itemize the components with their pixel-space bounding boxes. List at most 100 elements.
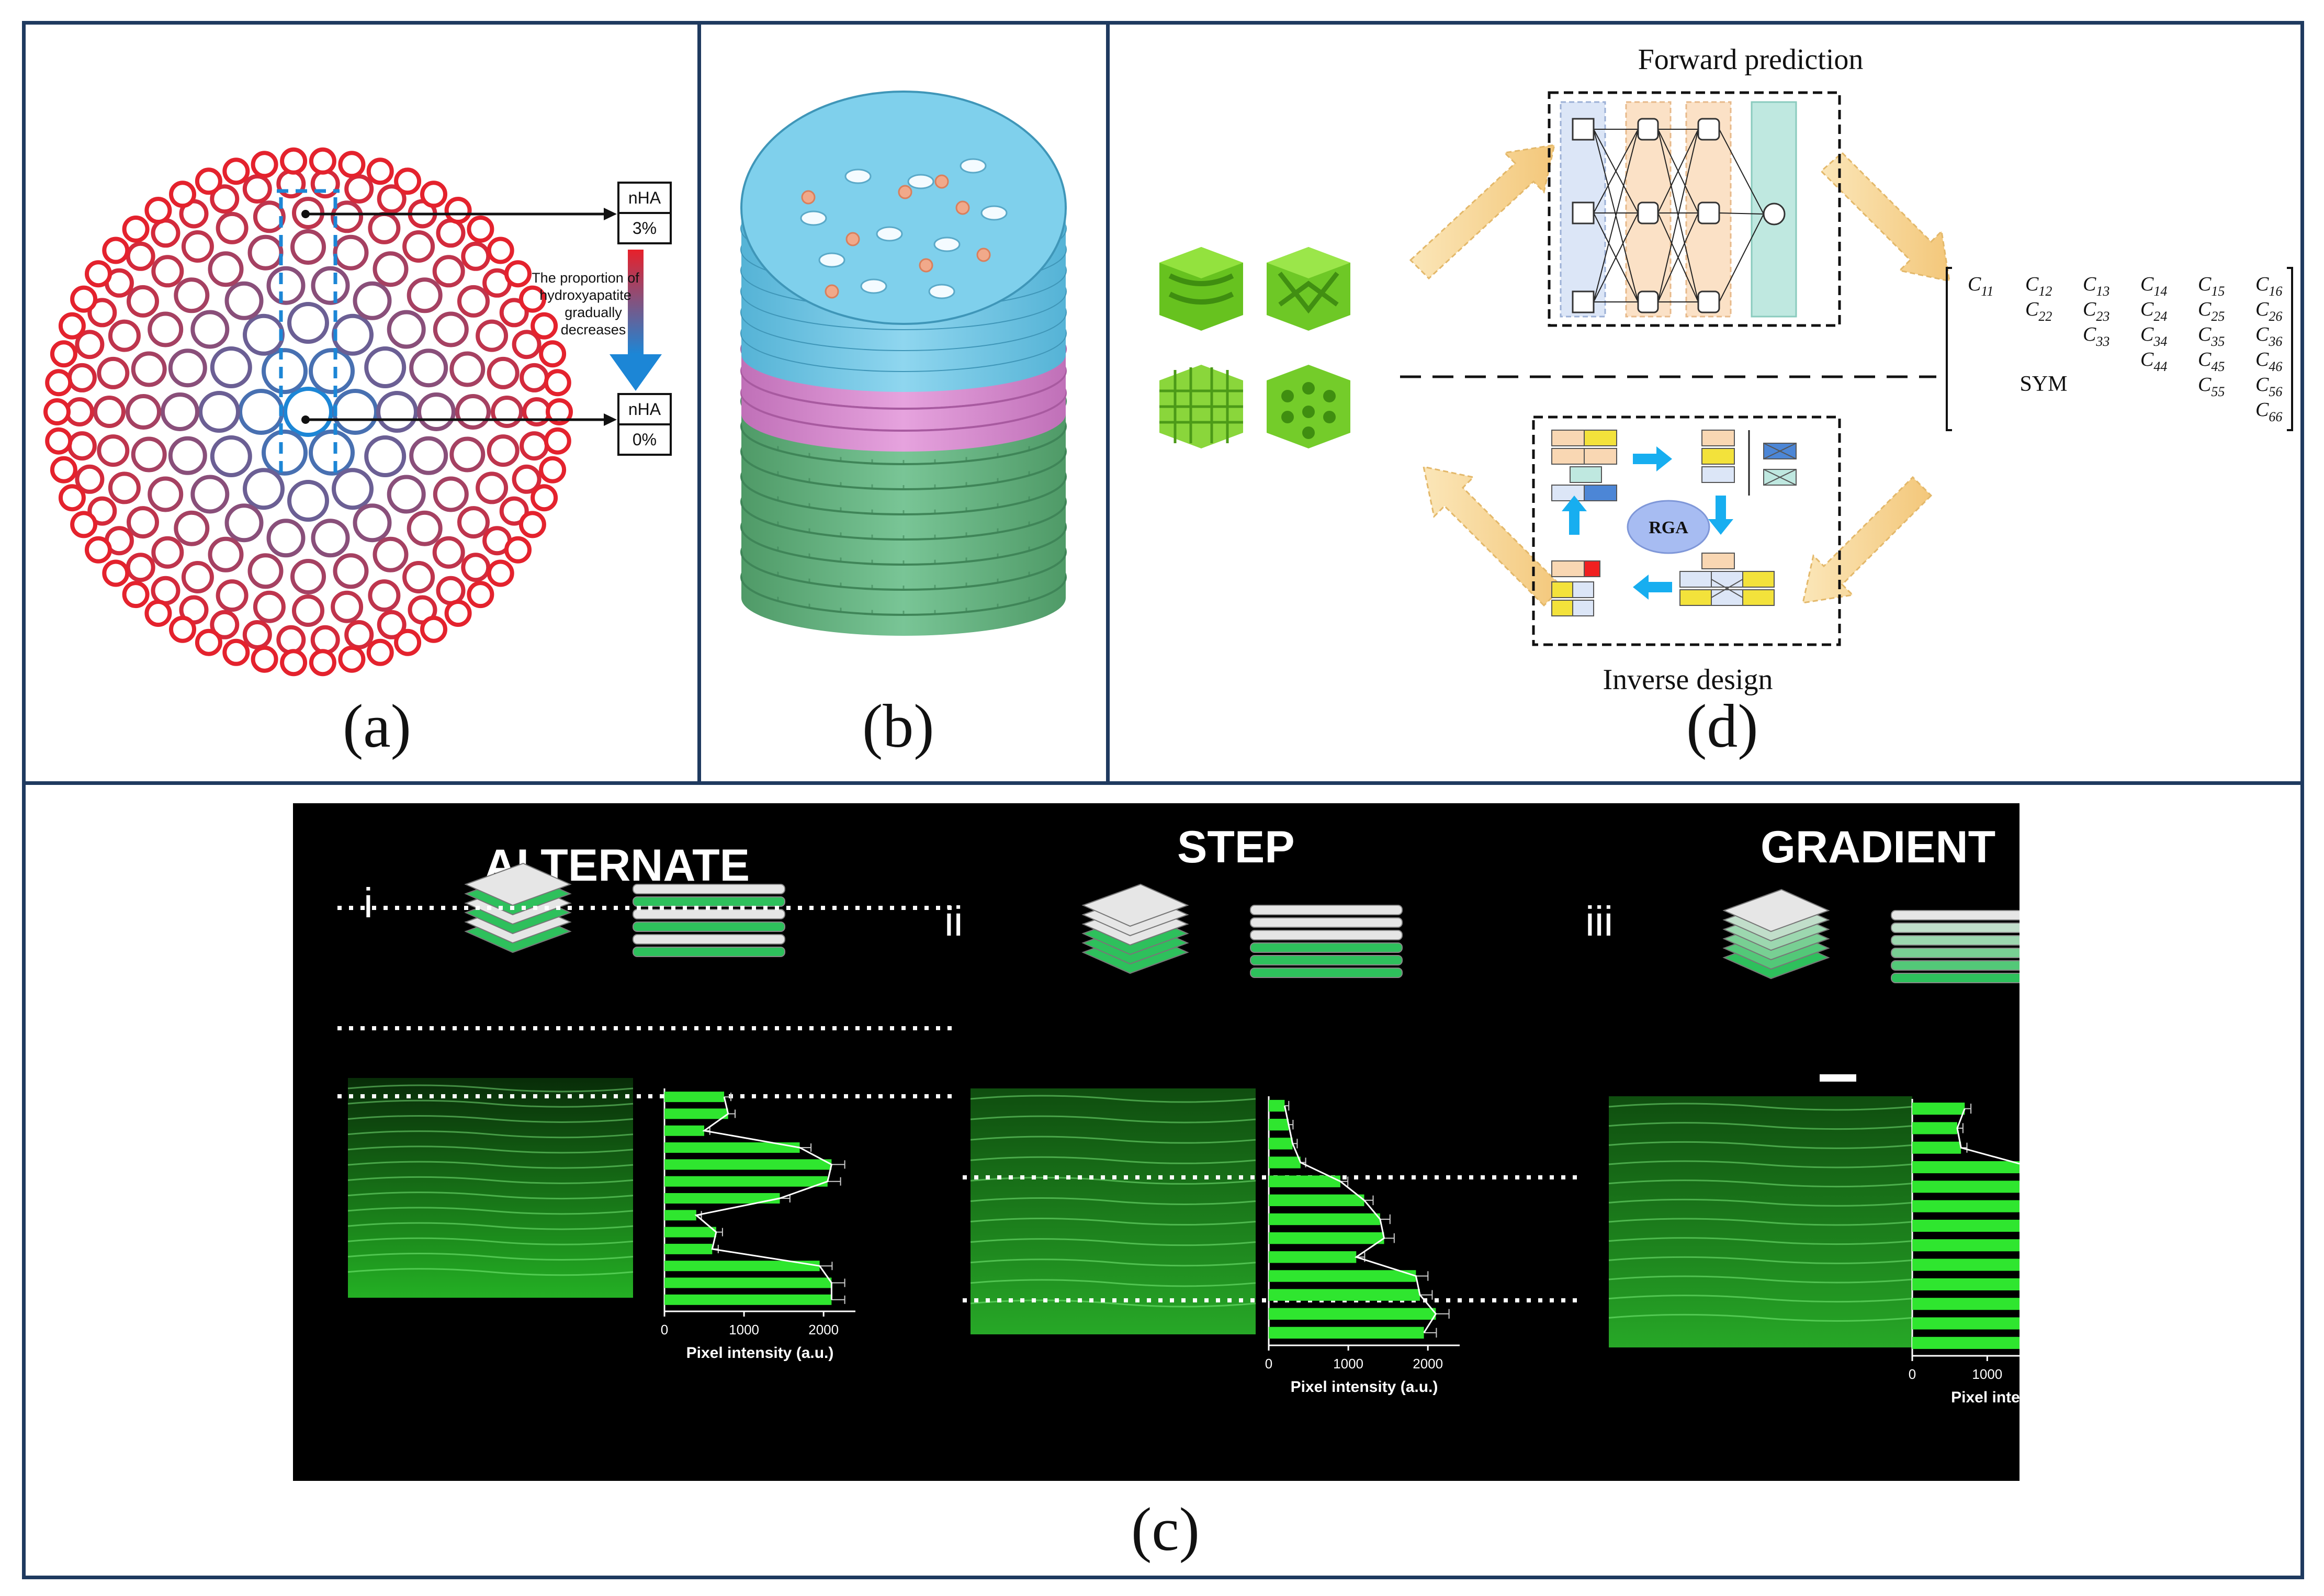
scale-bar (1820, 1074, 1856, 1082)
bar (1912, 1298, 2020, 1310)
bar (664, 1227, 716, 1238)
matrix-entry: C16 (2255, 273, 2282, 299)
bar (664, 1243, 713, 1254)
matrix-entry: C11 (1968, 273, 1993, 299)
bar (1269, 1194, 1364, 1206)
x-tick-label: 0 (1265, 1356, 1272, 1372)
bar (1912, 1317, 2020, 1330)
cycle-arrows (1562, 446, 1733, 600)
bar (1912, 1219, 2020, 1232)
matrix-entry: C35 (2198, 323, 2225, 349)
column-roman-iii: iii (1585, 898, 1614, 945)
matrix-entry: C23 (2083, 298, 2109, 324)
panel-a-diagram: nHA 3% nHA 0% The proportion of hydroxya… (43, 147, 672, 677)
trend-line (1956, 1108, 2020, 1165)
matrix-entry: C15 (2198, 273, 2225, 299)
bar (1269, 1232, 1384, 1244)
bar (1912, 1122, 1957, 1134)
bar (1269, 1175, 1340, 1187)
matrix-entry: C55 (2198, 374, 2225, 399)
forward-prediction-title: Forward prediction (1638, 43, 1864, 76)
bar (1269, 1270, 1416, 1282)
neural-network (1560, 101, 1797, 318)
matrix-entry: C13 (2083, 273, 2109, 299)
bottom-box-value: 0% (633, 430, 657, 449)
x-axis-label: Pixel intensity (a.u.) (686, 1344, 834, 1362)
bar (664, 1176, 828, 1187)
bar (1269, 1308, 1436, 1320)
sym-label: SYM (2020, 372, 2067, 396)
bar (664, 1210, 696, 1221)
bar (664, 1125, 704, 1136)
x-tick-label: 2000 (1413, 1356, 1443, 1372)
trend-line (694, 1096, 833, 1300)
bar (664, 1142, 800, 1153)
bar (1912, 1161, 2020, 1174)
bar (1269, 1099, 1285, 1112)
bar (664, 1159, 832, 1170)
bar (1912, 1200, 2020, 1212)
column-title-step: STEP (1177, 822, 1295, 872)
x-tick-label: 0 (661, 1322, 668, 1338)
trend-line (1283, 1105, 1437, 1333)
matrix-entry: C12 (2025, 273, 2052, 299)
bar (1269, 1213, 1380, 1226)
bar (1912, 1181, 2020, 1193)
bar (1269, 1156, 1301, 1168)
x-axis-label: Pixel intensity (a.u.) (1951, 1389, 2020, 1406)
bar (664, 1294, 832, 1305)
bar (1269, 1289, 1420, 1301)
micrograph (1609, 1096, 1912, 1347)
panel-d-label: (d) (1686, 692, 1758, 760)
bar (664, 1108, 728, 1119)
bar (1269, 1119, 1289, 1131)
top-box-value: 3% (633, 219, 657, 238)
matrix-entry: C14 (2140, 273, 2167, 299)
bar (1912, 1336, 2020, 1349)
arrow-text-line-3: gradually (565, 305, 622, 320)
bar (664, 1277, 832, 1288)
layered-scaffold (740, 91, 1067, 636)
matrix-entry: C36 (2255, 323, 2282, 349)
bar (1912, 1239, 2020, 1252)
x-tick-label: 1000 (729, 1322, 759, 1338)
bar (1912, 1258, 2020, 1271)
panel-d-diagram: Forward prediction (1159, 43, 2293, 696)
top-box-label: nHA (628, 188, 661, 207)
matrix-entry: C34 (2140, 323, 2167, 349)
matrix-entry: C66 (2255, 399, 2282, 424)
matrix-entry: C26 (2255, 298, 2282, 324)
column-roman-i: i (364, 880, 373, 926)
matrix-entry: C56 (2255, 374, 2282, 399)
bar (1269, 1327, 1424, 1339)
bar (1912, 1103, 1965, 1115)
bar (1269, 1251, 1357, 1263)
inverse-design-title: Inverse design (1603, 664, 1773, 696)
panel-a-label: (a) (343, 692, 411, 760)
bar (1269, 1138, 1293, 1150)
matrix-entry: C25 (2198, 298, 2225, 324)
x-tick-label: 0 (1909, 1366, 1916, 1382)
arrow-text-line-4: decreases (561, 322, 626, 338)
matrix-entry: C24 (2140, 298, 2167, 324)
bottom-box-label: nHA (628, 400, 661, 419)
column-roman-ii: ii (944, 898, 963, 945)
fluorescence-micrographs (337, 906, 1913, 1347)
bar (1912, 1141, 1961, 1154)
porous-disc (43, 147, 573, 677)
x-tick-label: 1000 (1333, 1356, 1363, 1372)
panel-b-label: (b) (862, 692, 934, 760)
matrix-entry: C44 (2140, 349, 2167, 374)
genetic-algorithm (1551, 430, 1797, 616)
matrix-entry: C45 (2198, 349, 2225, 374)
arrow-text-line-1: The proportion of (532, 270, 639, 286)
panel-c-label: (c) (1131, 1495, 1200, 1564)
matrix-entry: C22 (2025, 298, 2052, 324)
bar (664, 1261, 820, 1272)
column-title-gradient: GRADIENT (1761, 822, 1996, 872)
bar (664, 1092, 725, 1103)
x-axis-label: Pixel intensity (a.u.) (1291, 1378, 1438, 1396)
arrow-text-line-2: hydroxyapatite (539, 287, 631, 303)
